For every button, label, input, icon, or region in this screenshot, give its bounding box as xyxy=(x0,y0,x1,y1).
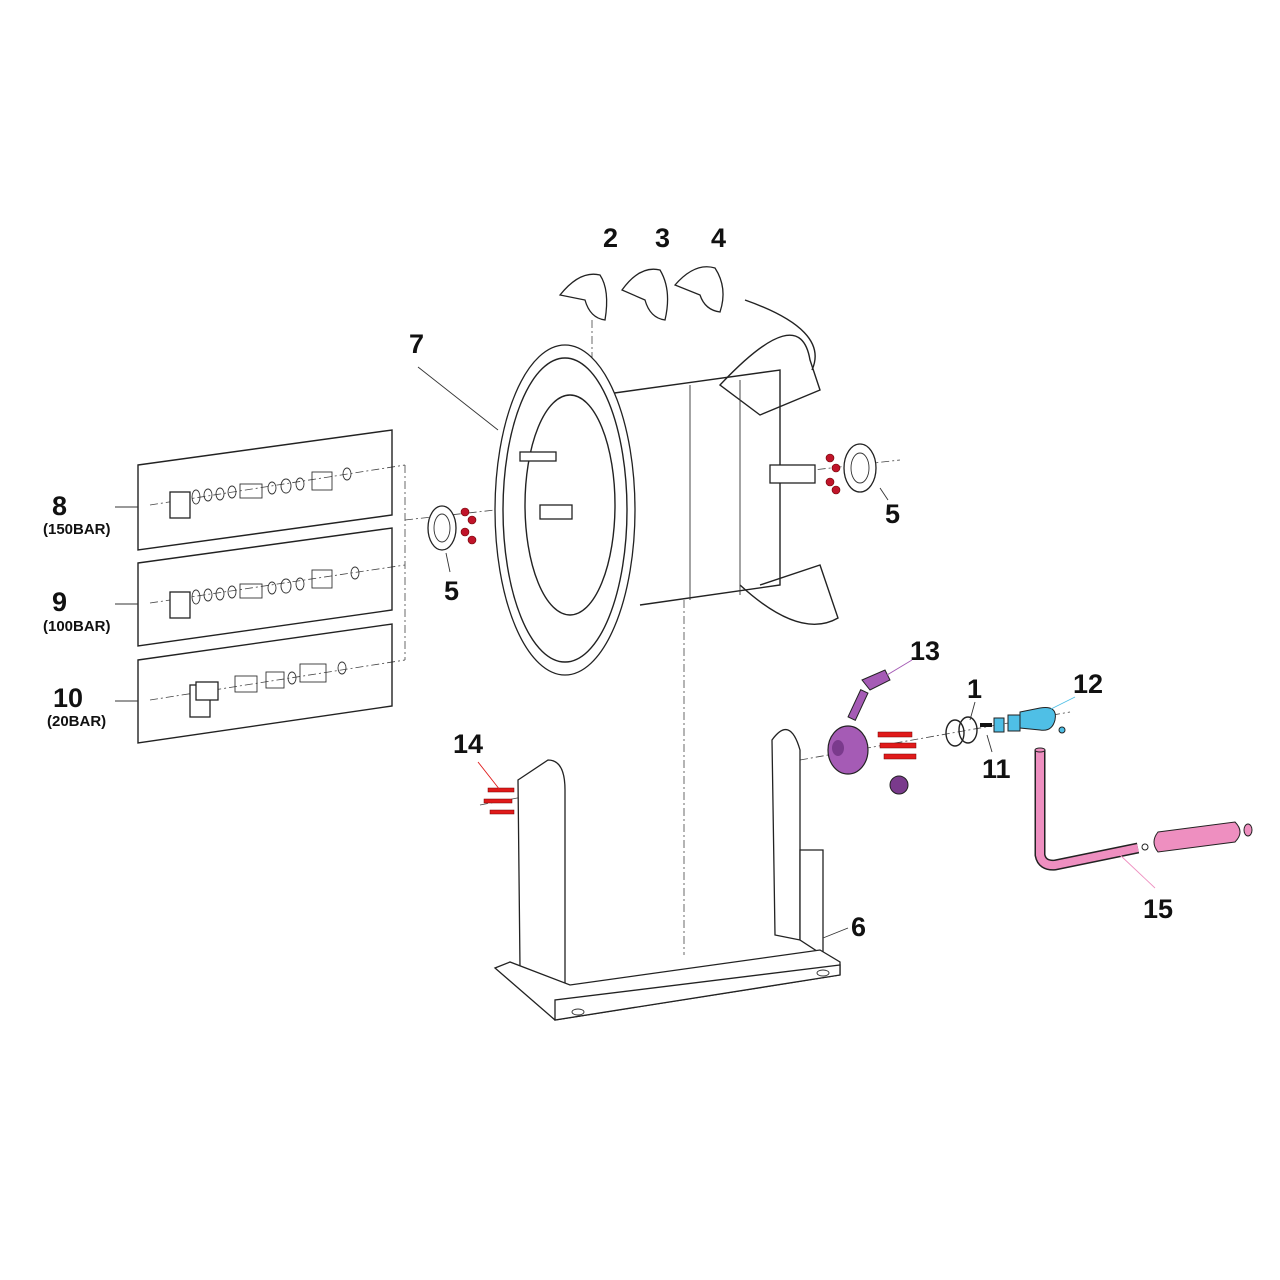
callout-4: 4 xyxy=(711,223,726,253)
callout-11: 11 xyxy=(982,754,1011,784)
guides-2-3-4 xyxy=(558,266,724,321)
axis-lines xyxy=(149,320,1071,955)
callout-15: 15 xyxy=(1143,894,1173,924)
reel-drum xyxy=(494,299,839,676)
callout-9-pressure: (100BAR) xyxy=(43,618,111,635)
stand-frame xyxy=(493,729,841,1021)
callout-7: 7 xyxy=(409,329,424,359)
kit-box-8 xyxy=(115,429,393,551)
leader-lines xyxy=(417,366,1156,939)
crank-handle-15 xyxy=(1034,747,1253,871)
hub-13 xyxy=(827,669,917,795)
callouts: 1 2 3 4 5 5 6 7 8 (150BAR) 9 (100BAR) 10… xyxy=(43,223,1173,942)
bearing-5-left xyxy=(427,505,477,551)
callout-1: 1 xyxy=(967,674,982,704)
callout-10: 10 xyxy=(53,683,83,713)
callout-14: 14 xyxy=(453,729,483,759)
callout-5-left: 5 xyxy=(444,576,459,606)
bearing-5-right xyxy=(825,443,877,495)
callout-13: 13 xyxy=(910,636,940,666)
callout-5-right: 5 xyxy=(885,499,900,529)
kit-box-10 xyxy=(115,623,393,744)
swivel-12 xyxy=(945,707,1066,747)
callout-3: 3 xyxy=(655,223,670,253)
callout-8-pressure: (150BAR) xyxy=(43,521,111,538)
callout-8: 8 xyxy=(52,491,67,521)
callout-12: 12 xyxy=(1073,669,1103,699)
callout-2: 2 xyxy=(603,223,618,253)
callout-10-pressure: (20BAR) xyxy=(47,713,106,730)
screws-14 xyxy=(483,787,515,815)
kit-box-9 xyxy=(115,527,393,647)
callout-9: 9 xyxy=(52,587,67,617)
callout-6: 6 xyxy=(851,912,866,942)
